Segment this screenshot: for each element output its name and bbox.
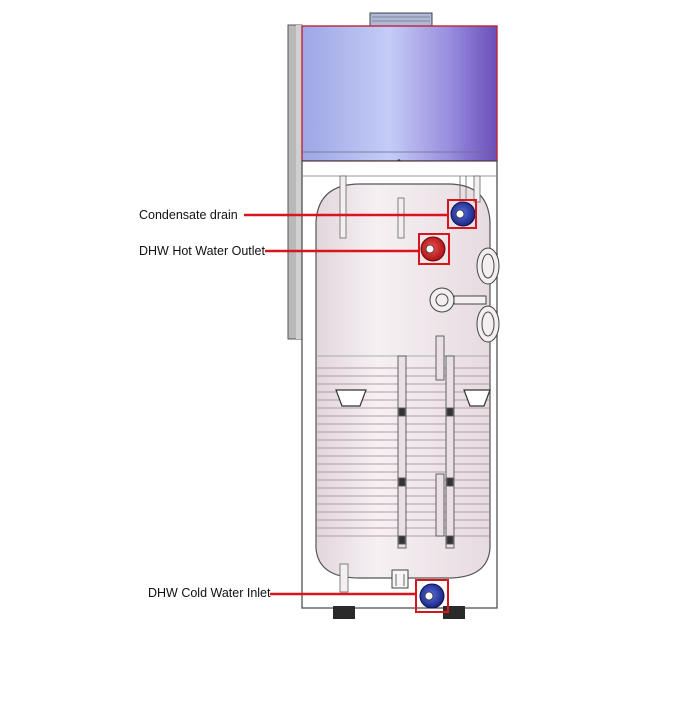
top-vent-collar — [369, 12, 433, 28]
side-ports — [429, 247, 500, 343]
condensate-drain-label: Condensate drain — [139, 208, 238, 222]
tank-handles — [335, 389, 491, 407]
hot-water-outlet-highlight — [418, 233, 450, 265]
dhw-hot-water-outlet-label: DHW Hot Water Outlet — [139, 244, 265, 258]
bottom-sensor — [339, 563, 409, 593]
dhw-cold-water-inlet-label: DHW Cold Water Inlet — [148, 586, 271, 600]
heat-pump-unit — [301, 25, 498, 163]
blue-pipe-fitting-icon — [450, 201, 476, 227]
callout-lines — [244, 213, 448, 596]
cold-water-inlet-highlight — [415, 579, 449, 613]
heating-coil — [397, 335, 455, 549]
blue-pipe-fitting-icon — [419, 583, 445, 609]
side-panel — [287, 24, 303, 340]
red-pipe-fitting-icon — [420, 236, 446, 262]
